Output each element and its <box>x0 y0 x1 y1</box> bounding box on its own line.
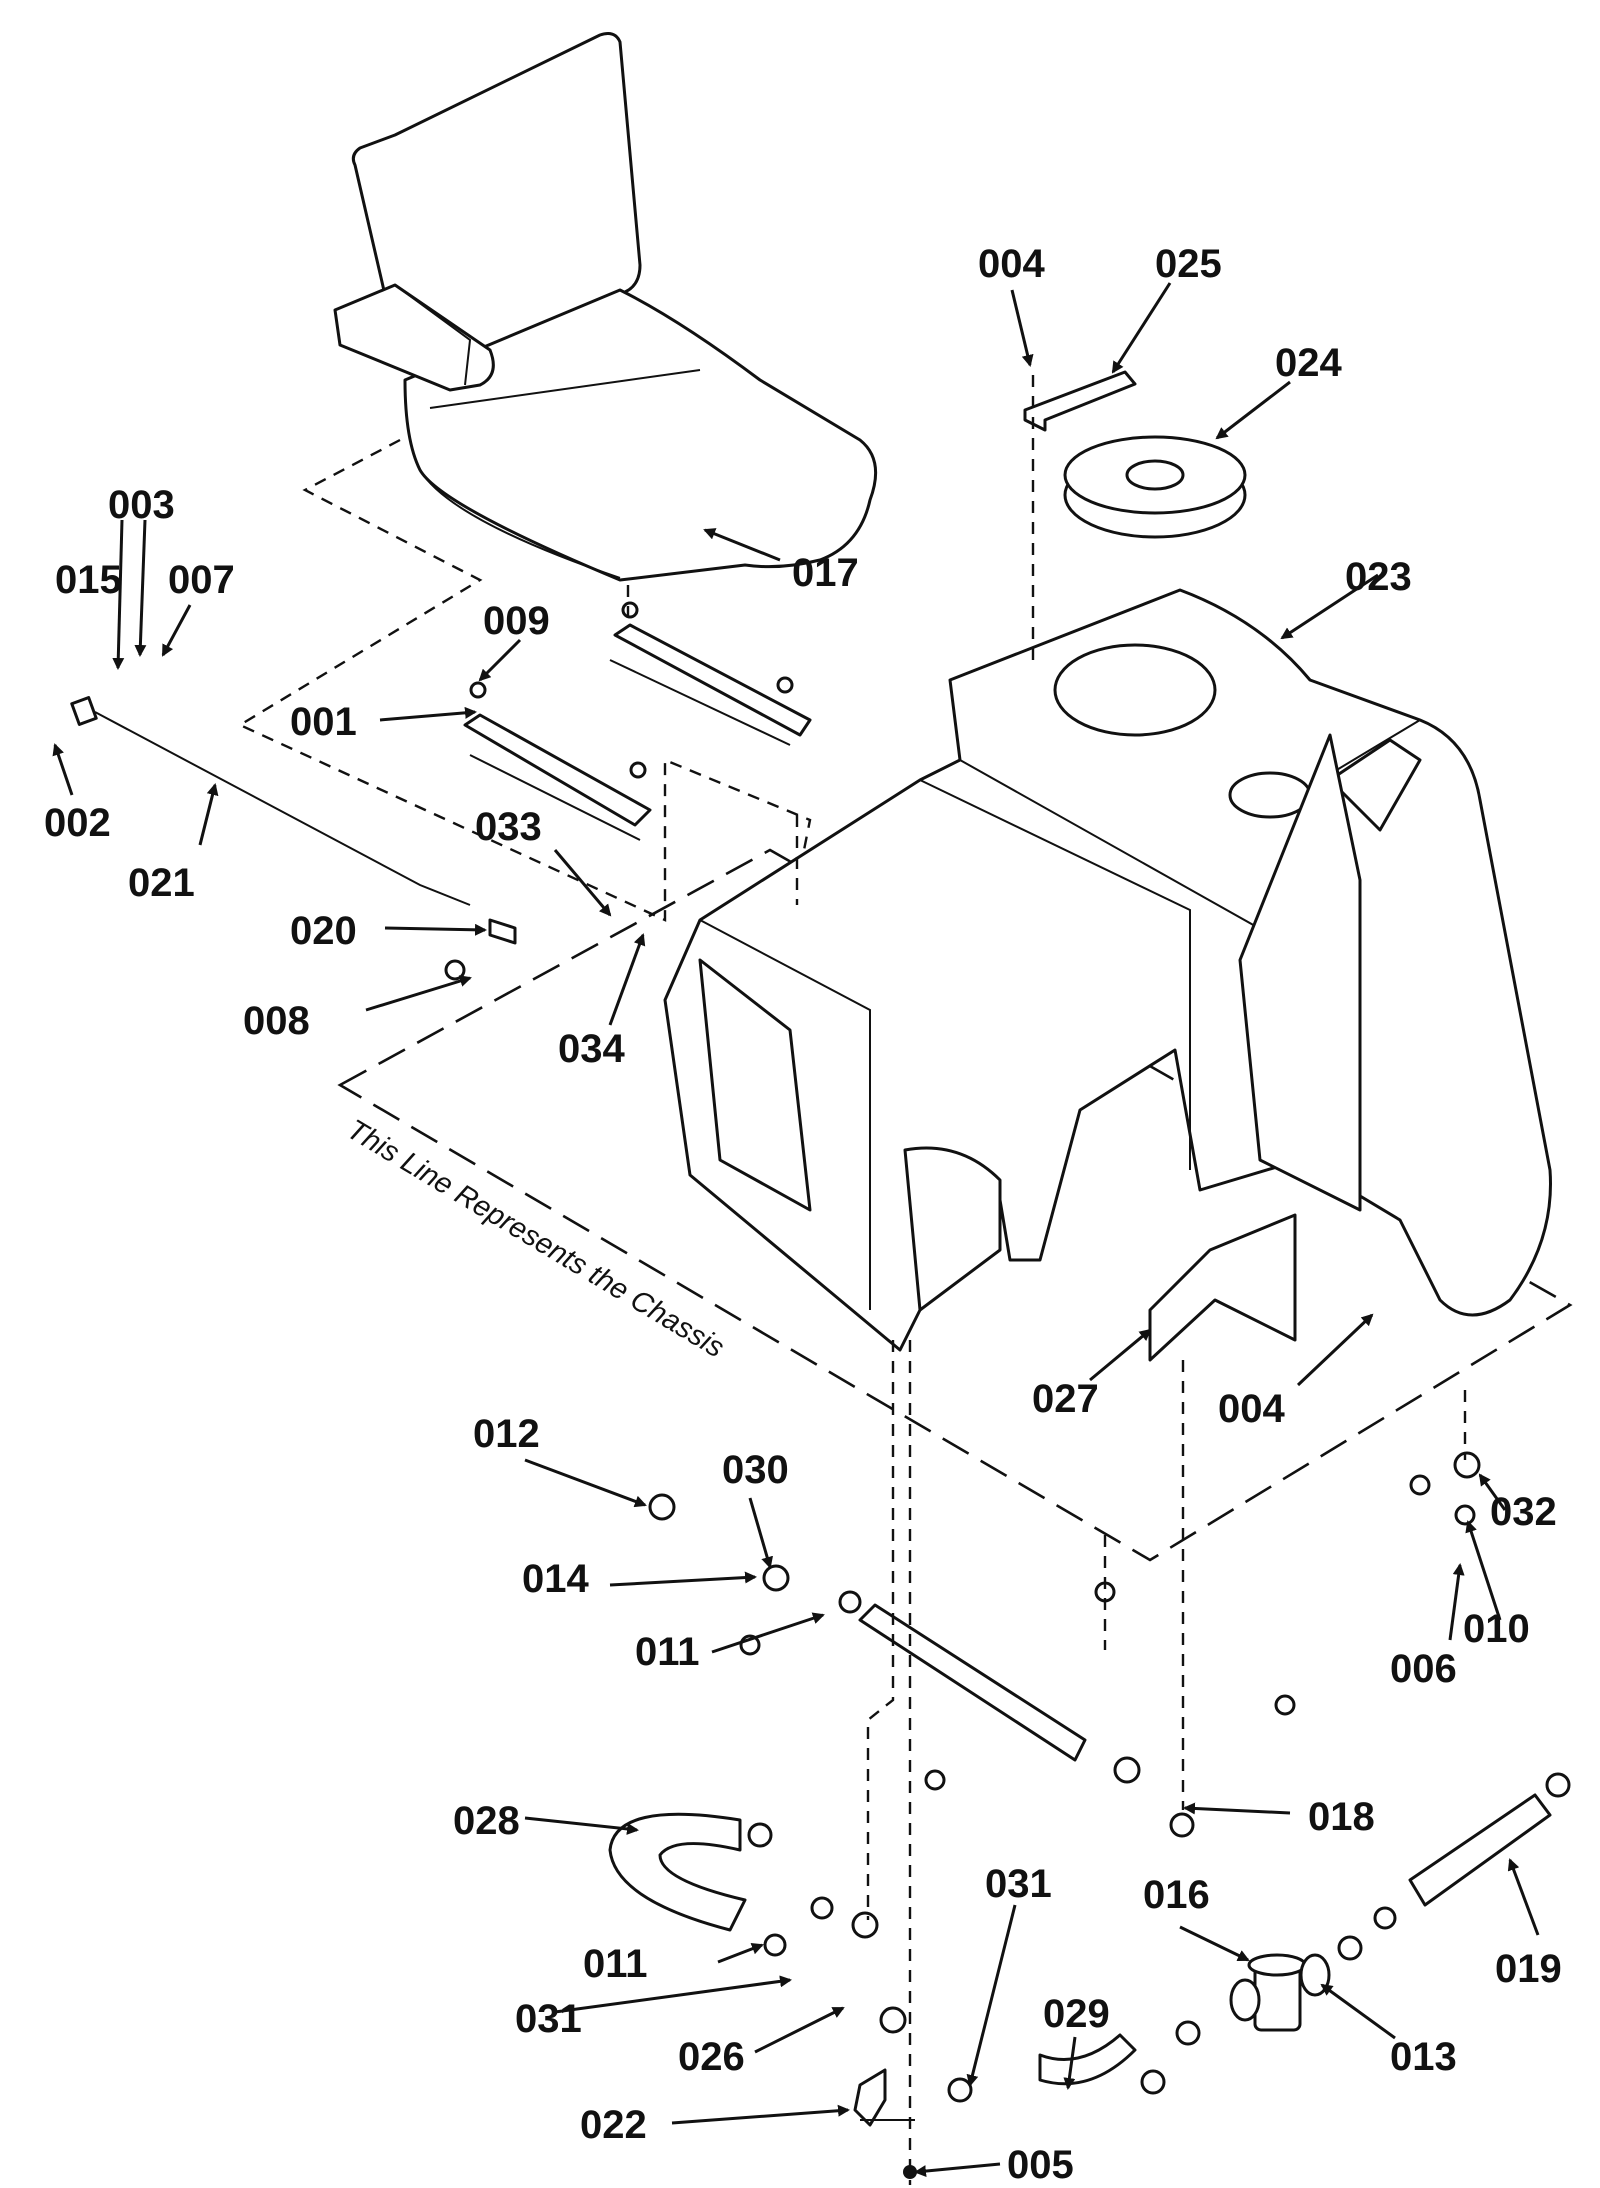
callout-008: 008 <box>243 999 310 1043</box>
callout-006: 006 <box>1390 1647 1457 1691</box>
callout-031-right: 031 <box>985 1862 1052 1906</box>
callout-029: 029 <box>1043 1992 1110 2036</box>
callout-016: 016 <box>1143 1873 1210 1917</box>
callout-005: 005 <box>1007 2143 1074 2187</box>
callout-014: 014 <box>522 1557 589 1601</box>
callout-023: 023 <box>1345 555 1412 599</box>
latch-cable <box>70 696 517 981</box>
plumbing <box>608 1451 1571 2127</box>
callout-002: 002 <box>44 801 111 845</box>
callout-034: 034 <box>558 1027 625 1071</box>
callout-033: 033 <box>475 805 542 849</box>
callout-001: 001 <box>290 700 357 744</box>
filter-cap <box>1063 435 1247 539</box>
callout-021: 021 <box>128 861 195 905</box>
cap-bracket <box>1023 370 1137 432</box>
callout-011-bottom: 011 <box>583 1942 648 1986</box>
callout-024: 024 <box>1275 341 1342 385</box>
callout-030: 030 <box>722 1448 789 1492</box>
callout-027: 027 <box>1032 1377 1099 1421</box>
callout-025: 025 <box>1155 242 1222 286</box>
callout-022: 022 <box>580 2103 647 2147</box>
callout-018: 018 <box>1308 1795 1375 1839</box>
callout-028: 028 <box>453 1799 520 1843</box>
access-panel <box>1148 1213 1297 1362</box>
assembly-line-2 <box>866 1340 895 1920</box>
chassis-note: This Line Represents the Chassis <box>341 1114 729 1365</box>
callout-031-left: 031 <box>515 1997 582 2041</box>
callout-009: 009 <box>483 599 550 643</box>
callout-007: 007 <box>168 558 235 602</box>
point-005 <box>903 2165 917 2179</box>
callout-032: 032 <box>1490 1490 1557 1534</box>
callout-015: 015 <box>55 558 122 602</box>
callout-011-top: 011 <box>635 1630 700 1674</box>
callout-003: 003 <box>108 483 175 527</box>
callout-010: 010 <box>1463 1607 1530 1651</box>
callout-012: 012 <box>473 1412 540 1456</box>
callout-019: 019 <box>1495 1947 1562 1991</box>
callout-017: 017 <box>792 551 859 595</box>
seat-rail-front <box>609 601 812 746</box>
callout-004-bottom: 004 <box>1218 1387 1285 1431</box>
leader-lines <box>52 282 1540 2178</box>
callout-013: 013 <box>1390 2035 1457 2079</box>
callout-026: 026 <box>678 2035 745 2079</box>
callout-004-top: 004 <box>978 242 1045 286</box>
main-body <box>663 588 1552 1352</box>
seat <box>333 32 878 582</box>
chassis-outline <box>337 848 1573 1562</box>
callout-020: 020 <box>290 909 357 953</box>
